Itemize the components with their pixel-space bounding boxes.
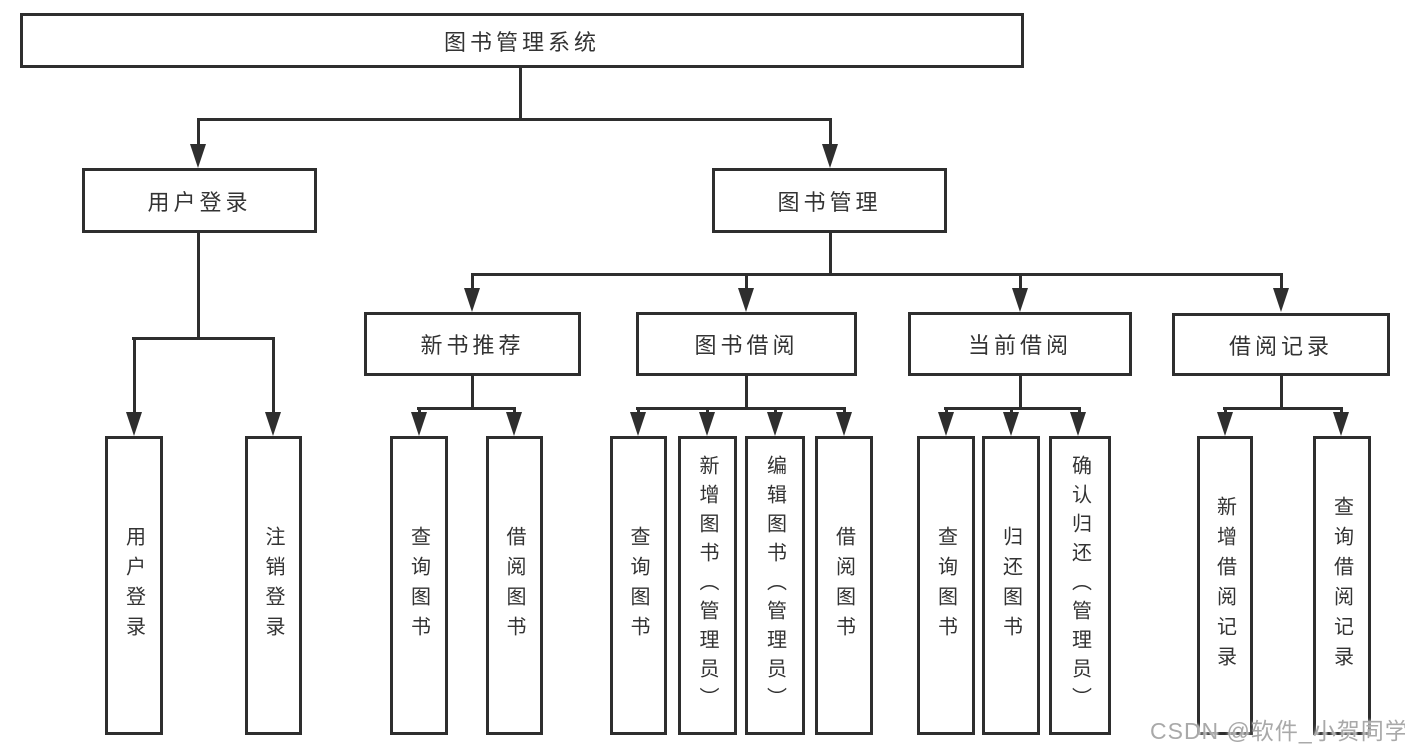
connector-line — [133, 337, 136, 414]
connector-line — [471, 374, 474, 409]
connector-line — [745, 374, 748, 409]
arrowhead-down-icon — [464, 288, 480, 312]
arrowhead-down-icon — [506, 412, 522, 436]
connector-line — [945, 407, 948, 416]
leaf-borrow-query-books: 查询图书 — [610, 436, 667, 735]
connector-line — [418, 407, 421, 416]
connector-line — [132, 337, 275, 340]
node-current-borrowing: 当前借阅 — [908, 312, 1132, 376]
leaf-borrow-add-book-admin: 新增图书（管理员） — [678, 436, 737, 735]
node-user-login: 用户登录 — [82, 168, 317, 233]
connector-line — [197, 118, 832, 121]
arrowhead-down-icon — [1333, 412, 1349, 436]
arrowhead-down-icon — [630, 412, 646, 436]
leaf-user-login: 用户登录 — [105, 436, 163, 735]
connector-line — [1019, 273, 1022, 292]
arrowhead-down-icon — [836, 412, 852, 436]
connector-line — [1280, 374, 1283, 409]
connector-line — [1078, 407, 1081, 416]
csdn-watermark: CSDN @软件_小贺同学 — [1150, 718, 1405, 744]
arrowhead-down-icon — [938, 412, 954, 436]
connector-line — [745, 273, 748, 292]
arrowhead-down-icon — [699, 412, 715, 436]
connector-line — [272, 337, 275, 414]
connector-line — [1340, 407, 1343, 416]
connector-line — [1019, 374, 1022, 409]
connector-line — [519, 68, 522, 118]
leaf-records-add-borrow-record: 新增借阅记录 — [1197, 436, 1253, 735]
connector-line — [829, 118, 832, 148]
connector-line — [513, 407, 516, 416]
connector-line — [637, 407, 640, 416]
arrowhead-down-icon — [1217, 412, 1233, 436]
connector-line — [843, 407, 846, 416]
leaf-logout: 注销登录 — [245, 436, 302, 735]
arrowhead-down-icon — [1070, 412, 1086, 436]
connector-line — [1223, 407, 1343, 410]
leaf-borrow-edit-book-admin: 编辑图书（管理员） — [745, 436, 805, 735]
arrowhead-down-icon — [411, 412, 427, 436]
leaf-current-query-books: 查询图书 — [917, 436, 975, 735]
connector-line — [1224, 407, 1227, 416]
arrowhead-down-icon — [265, 412, 281, 436]
arrowhead-down-icon — [822, 144, 838, 168]
connector-line — [706, 407, 709, 416]
connector-line — [1010, 407, 1013, 416]
connector-line — [197, 233, 200, 339]
node-root-system: 图书管理系统 — [20, 13, 1024, 68]
leaf-records-query-borrow-record: 查询借阅记录 — [1313, 436, 1371, 735]
arrowhead-down-icon — [738, 288, 754, 312]
leaf-borrow-borrow-books: 借阅图书 — [815, 436, 873, 735]
connector-line — [471, 273, 1283, 276]
connector-line — [197, 118, 200, 148]
connector-line — [1280, 273, 1283, 292]
connector-line — [774, 407, 777, 416]
connector-line — [417, 407, 516, 410]
node-book-management: 图书管理 — [712, 168, 947, 233]
arrowhead-down-icon — [190, 144, 206, 168]
connector-line — [636, 407, 846, 410]
connector-line — [471, 273, 474, 292]
leaf-current-confirm-return-admin: 确认归还（管理员） — [1049, 436, 1111, 735]
node-book-borrowing: 图书借阅 — [636, 312, 857, 376]
node-borrowing-records: 借阅记录 — [1172, 313, 1390, 376]
leaf-newbook-query-books: 查询图书 — [390, 436, 448, 735]
arrowhead-down-icon — [1003, 412, 1019, 436]
leaf-newbook-borrow-books: 借阅图书 — [486, 436, 543, 735]
arrowhead-down-icon — [1012, 288, 1028, 312]
arrowhead-down-icon — [767, 412, 783, 436]
arrowhead-down-icon — [1273, 288, 1289, 312]
connector-line — [829, 233, 832, 275]
arrowhead-down-icon — [126, 412, 142, 436]
node-new-book-recommendation: 新书推荐 — [364, 312, 581, 376]
leaf-current-return-books: 归还图书 — [982, 436, 1040, 735]
